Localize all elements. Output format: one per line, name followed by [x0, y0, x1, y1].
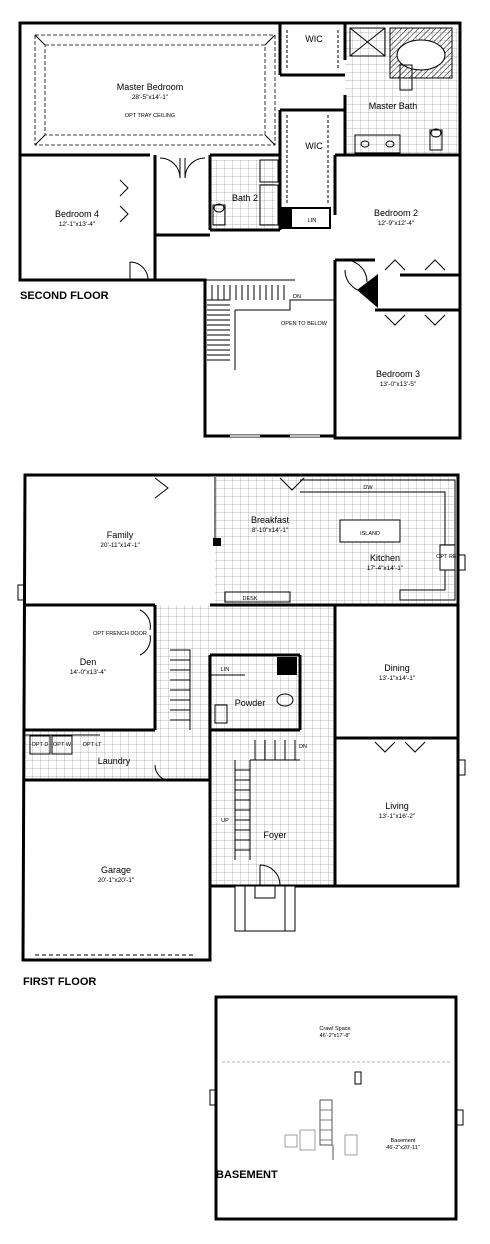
kitchen-tile	[215, 477, 455, 605]
opt-ref-label: OPT REF	[436, 554, 460, 560]
wic-1-label: WIC	[305, 34, 323, 44]
bedroom-4-label: Bedroom 4	[55, 209, 99, 219]
basement-stairs	[284, 1099, 358, 1160]
garage-label: Garage	[101, 865, 131, 875]
living-dims: 13'-1"x16'-2"	[379, 813, 416, 820]
basement-title: BASEMENT	[216, 1169, 278, 1181]
living-label: Living	[385, 801, 409, 811]
crawl-space-label: Crawl Space	[319, 1026, 350, 1032]
crawl-space-dims: 46'-2"x17'-8"	[320, 1033, 351, 1039]
basement-label: Basement	[391, 1138, 416, 1144]
first-floor-plan	[17, 473, 466, 962]
first-floor-title: FIRST FLOOR	[23, 976, 96, 988]
powder-label: Powder	[235, 698, 266, 708]
kitchen-dims: 17'-4"x14'-1"	[367, 565, 404, 572]
dining-dims: 13'-1"x14'-1"	[379, 675, 416, 682]
hall-tile	[155, 605, 335, 730]
basement-outer-wall	[214, 995, 458, 1221]
family-dims: 20'-11"x14'-1"	[100, 542, 140, 549]
bedroom-2-dims: 12'-9"x12'-4"	[378, 220, 415, 227]
wic-2-label: WIC	[305, 141, 323, 151]
bedroom-4-dims: 12'-1"x13'-4"	[59, 221, 96, 228]
opt-w-label: OPT W	[53, 742, 72, 748]
island-label: ISLAND	[360, 531, 380, 537]
open-to-below-label: OPEN TO BELOW	[281, 321, 328, 327]
first-floor-stairs	[170, 649, 300, 860]
foyer-tile	[210, 730, 335, 885]
french-door-label: OPT FRENCH DOOR	[93, 631, 147, 637]
first-floor-dn-label: DN	[299, 744, 307, 750]
breakfast-dims: 8'-10"x14'-1"	[252, 527, 289, 534]
master-bath-label: Master Bath	[369, 101, 418, 111]
desk-label: DESK	[243, 596, 258, 602]
kitchen-label: Kitchen	[370, 553, 400, 563]
dining-label: Dining	[384, 663, 410, 673]
bath-2-label: Bath 2	[232, 193, 258, 203]
bedroom-3-dims: 13'-0"x13'-5"	[380, 381, 417, 388]
breakfast-label: Breakfast	[251, 515, 290, 525]
first-floor-up-label: UP	[221, 818, 229, 824]
master-bedroom-note: OPT TRAY CEILING	[125, 113, 175, 119]
basement-plan	[209, 995, 464, 1221]
laundry-tile	[25, 730, 210, 780]
basement-dims: 46'-2"x20'-11"	[386, 1145, 419, 1151]
opt-d-label: OPT D	[32, 742, 49, 748]
opt-lt-label: OPT LT	[83, 742, 102, 748]
second-floor-stairs	[207, 285, 285, 361]
bath2-tile	[210, 160, 275, 230]
den-dims: 14'-0"x13'-4"	[70, 669, 107, 676]
master-bedroom-label: Master Bedroom	[117, 82, 184, 92]
second-floor-plan	[18, 21, 462, 440]
second-floor-title: SECOND FLOOR	[20, 290, 109, 302]
bedroom-2-label: Bedroom 2	[374, 208, 418, 218]
laundry-label: Laundry	[98, 756, 131, 766]
garage-dims: 20'-1"x20'-1"	[98, 877, 135, 884]
den-label: Den	[80, 657, 97, 667]
second-floor-dn-label: DN	[293, 294, 301, 300]
foyer-label: Foyer	[263, 830, 286, 840]
dw-label: DW	[363, 485, 373, 491]
first-floor-lin-label: LIN	[221, 667, 230, 673]
lin-label: LIN	[308, 218, 317, 224]
master-bedroom-dims: 28'-5"x14'-1"	[132, 94, 169, 101]
family-label: Family	[107, 530, 134, 540]
bedroom-3-label: Bedroom 3	[376, 369, 420, 379]
